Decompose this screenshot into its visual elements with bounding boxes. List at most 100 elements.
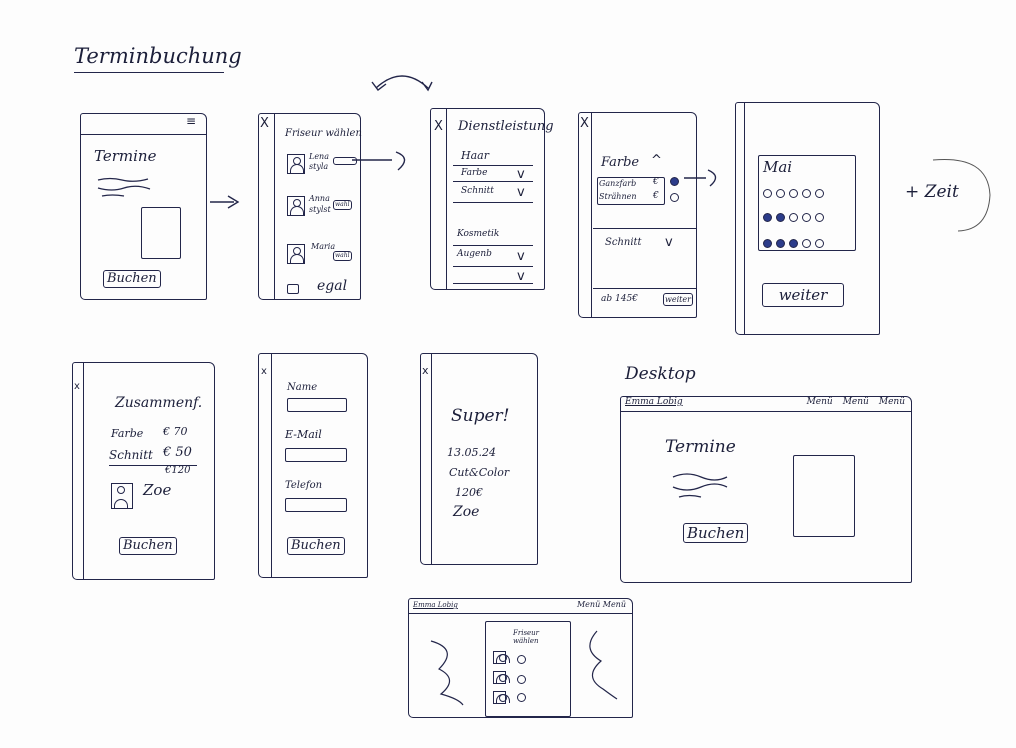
close-icon[interactable]: X	[260, 116, 269, 131]
line-item-price: € 70	[163, 425, 188, 438]
screen-bestaetigung: x Super! 13.05.24 Cut&Color 120€ Zoe	[420, 353, 538, 565]
name-input[interactable]	[287, 398, 347, 412]
select-button[interactable]: wahl	[333, 251, 352, 261]
select-button[interactable]: wahl	[333, 200, 352, 210]
radio-unchecked[interactable]	[670, 193, 679, 202]
total-price: €120	[165, 465, 191, 476]
hamburger-icon[interactable]: ≡	[185, 114, 196, 128]
chevron-down-icon[interactable]: v	[517, 167, 525, 182]
service-item[interactable]: Farbe	[461, 168, 488, 178]
screen-title: Dienstleistung	[458, 119, 554, 134]
stylist-name: Anna	[309, 194, 330, 203]
day[interactable]	[776, 189, 785, 198]
close-icon[interactable]: X	[434, 119, 443, 134]
day[interactable]	[802, 189, 811, 198]
nav-menu[interactable]: Menü Menü	[576, 600, 626, 609]
close-icon[interactable]: x	[422, 364, 429, 377]
screen-desktop-stylist: Emma Lobig Menü Menü Friseur wählen	[408, 598, 633, 718]
buchen-button[interactable]: Buchen	[103, 270, 161, 288]
header-divider	[81, 134, 206, 135]
service-item[interactable]: Augenb	[457, 249, 492, 259]
screen-farbe: X Farbe ^ Ganzfarb € Strähnen € Schnitt …	[578, 112, 697, 318]
booking-date: 13.05.24	[447, 446, 496, 459]
chevron-down-icon[interactable]: v	[665, 235, 673, 250]
buchen-button[interactable]: Buchen	[119, 537, 177, 555]
radio-checked[interactable]	[670, 177, 679, 186]
section-label: Kosmetik	[457, 229, 500, 239]
desktop-label: Desktop	[625, 364, 696, 384]
select-button[interactable]	[333, 157, 357, 165]
month-label: Mai	[763, 158, 793, 176]
nav-item[interactable]: Menü	[878, 397, 905, 407]
title-underline	[74, 72, 224, 73]
page-title: Termine	[665, 437, 736, 457]
stylist-role: styla	[309, 162, 329, 171]
booking-stylist: Zoe	[453, 504, 480, 520]
confirmation-title: Super!	[451, 406, 510, 426]
avatar-icon	[287, 244, 305, 264]
radio[interactable]	[517, 693, 526, 702]
logo[interactable]: Emma Lobig	[625, 397, 683, 407]
image-placeholder	[793, 455, 855, 537]
screen-title: Zusammenf.	[115, 395, 203, 411]
day[interactable]	[789, 189, 798, 198]
calendar-row	[763, 207, 828, 226]
price-from: ab 145€	[601, 294, 638, 304]
calendar-row	[763, 183, 828, 202]
stylist-name: Lena	[309, 152, 329, 161]
chevron-down-icon[interactable]: v	[517, 249, 525, 264]
day-booked	[789, 239, 798, 248]
screen-zusammenfassung: x Zusammenf. Farbe € 70 Schnitt € 50 €12…	[72, 362, 215, 580]
day-selected[interactable]	[763, 213, 772, 222]
option-label[interactable]: Strähnen	[599, 192, 637, 201]
day[interactable]	[815, 213, 824, 222]
screen-dienstleistung: X Dienstleistung Haar Farbe v Schnitt v …	[430, 108, 554, 290]
avatar-icon	[493, 651, 510, 664]
phone-input[interactable]	[285, 498, 347, 512]
chevron-down-icon[interactable]: v	[517, 269, 525, 284]
any-stylist-label: egal	[317, 278, 348, 294]
option-price: €	[653, 191, 659, 201]
option-group	[597, 177, 665, 205]
day-booked	[776, 239, 785, 248]
close-icon[interactable]: X	[580, 116, 589, 131]
section-title: Farbe	[601, 155, 640, 170]
note-circle	[932, 158, 991, 232]
decor-squiggle	[430, 640, 464, 706]
weiter-button[interactable]: weiter	[762, 283, 844, 307]
chevron-down-icon[interactable]: v	[517, 185, 525, 200]
radio[interactable]	[517, 655, 526, 664]
screen-friseur: X Friseur wählen Lena styla Anna stylst …	[258, 113, 362, 300]
day[interactable]	[789, 213, 798, 222]
nav-item[interactable]: Menü	[806, 397, 833, 407]
arrow-icon	[352, 151, 406, 171]
weiter-button[interactable]: weiter	[663, 293, 693, 306]
day[interactable]	[815, 189, 824, 198]
sketch-title: Terminbuchung	[74, 44, 242, 68]
email-input[interactable]	[285, 448, 347, 462]
day[interactable]	[815, 239, 824, 248]
chevron-up-icon[interactable]: ^	[651, 153, 662, 168]
swap-arrow-icon	[371, 75, 433, 92]
line-item-price: € 50	[163, 445, 192, 460]
service-item[interactable]: Schnitt	[461, 186, 494, 196]
day-booked	[776, 213, 785, 222]
checkbox[interactable]	[287, 284, 299, 294]
buchen-button[interactable]: Buchen	[683, 523, 749, 543]
avatar-icon	[287, 196, 305, 216]
close-icon[interactable]: x	[261, 366, 267, 377]
image-placeholder	[141, 207, 181, 259]
logo[interactable]: Emma Lobig	[413, 601, 458, 609]
day[interactable]	[802, 239, 811, 248]
buchen-button[interactable]: Buchen	[287, 537, 345, 555]
close-icon[interactable]: x	[74, 381, 80, 392]
option-label[interactable]: Ganzfarb	[599, 179, 637, 188]
day[interactable]	[802, 213, 811, 222]
radio[interactable]	[517, 675, 526, 684]
stylist-name: Zoe	[143, 481, 172, 499]
option-price: €	[653, 177, 659, 187]
day[interactable]	[763, 189, 772, 198]
nav-menu: Menü Menü Menü	[807, 397, 905, 407]
text-placeholder	[672, 473, 728, 498]
nav-item[interactable]: Menü	[842, 397, 869, 407]
